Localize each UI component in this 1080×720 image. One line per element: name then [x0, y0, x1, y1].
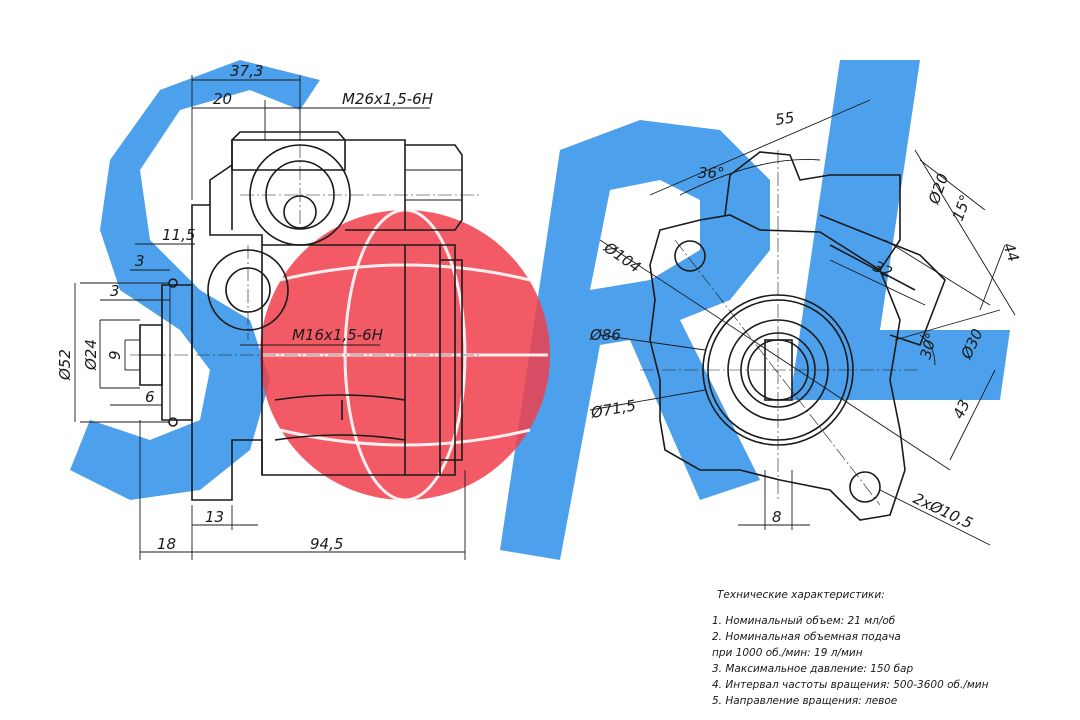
sorl-watermark — [70, 60, 1010, 560]
dim-3: 3 — [110, 282, 120, 300]
dim-holes-2x10-5: 2xØ10,5 — [910, 489, 975, 532]
specifications-note: Технические характеристики: 1. Номинальн… — [712, 589, 989, 707]
dim-37-3: 37,3 — [230, 62, 263, 80]
dim-43: 43 — [949, 397, 973, 422]
spec-item: при 1000 об./мин: 19 л/мин — [712, 647, 863, 659]
spec-item: 4. Интервал частоты вращения: 500-3600 о… — [712, 679, 989, 691]
spec-item: 1. Номинальный объем: 21 мл/об — [712, 615, 896, 627]
specs-title: Технические характеристики: — [717, 589, 885, 601]
dim-24: Ø24 — [82, 339, 100, 371]
angle-36: 36° — [698, 164, 725, 182]
dim-52: Ø52 — [56, 349, 74, 381]
dim-d86: Ø86 — [589, 326, 621, 344]
dim-13: 13 — [205, 508, 224, 526]
watermark-l-letter — [790, 60, 1010, 400]
dim-3-top: 3 — [135, 252, 145, 270]
watermark-s-letter — [70, 60, 320, 500]
dim-d71-5: Ø71,5 — [589, 396, 638, 422]
angle-15: 15° — [949, 192, 975, 223]
dim-94-5: 94,5 — [310, 535, 343, 553]
dim-9: 9 — [106, 350, 124, 360]
thread-m26-label: M26x1,5-6H — [342, 90, 433, 108]
dim-55: 55 — [774, 108, 795, 128]
side-view: 37,3 20 M26x1,5-6H 11,5 3 3 Ø52 Ø24 9 6 … — [56, 62, 480, 560]
dim-8: 8 — [772, 508, 782, 526]
thread-m16-label: M16x1,5-6H — [292, 326, 383, 344]
dim-20: 20 — [213, 90, 232, 108]
dim-11-5: 11,5 — [162, 226, 195, 244]
dim-6: 6 — [145, 388, 155, 406]
spec-item: 3. Максимальное давление: 150 бар — [712, 663, 913, 675]
dim-18: 18 — [157, 535, 176, 553]
dim-d20: Ø20 — [925, 171, 953, 207]
dim-44: 44 — [999, 240, 1022, 264]
dim-d104: Ø104 — [600, 238, 644, 277]
spec-item: 2. Номинальная объемная подача — [712, 631, 901, 643]
spec-item: 5. Направление вращения: левое — [712, 695, 897, 707]
